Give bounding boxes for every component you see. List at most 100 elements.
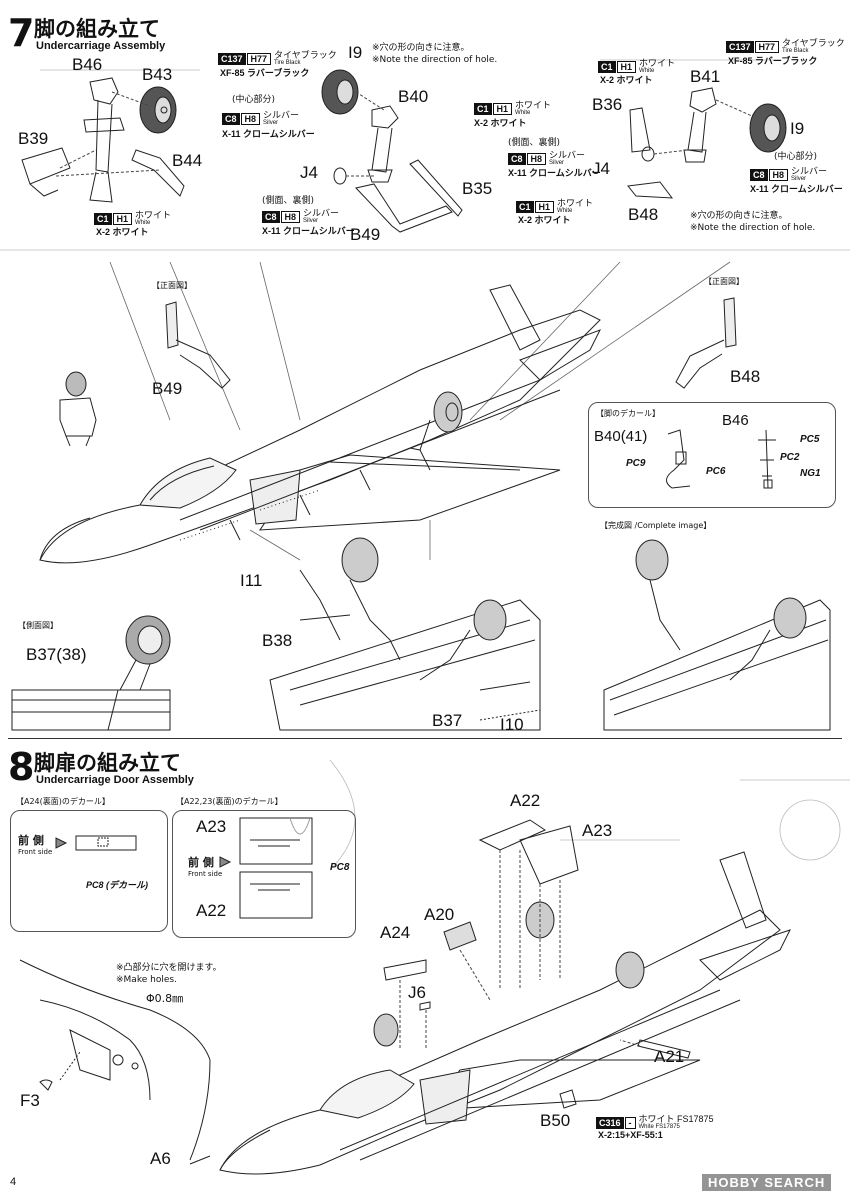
part-label-b37: B37 xyxy=(432,711,463,730)
part-b43-wheel-drawing xyxy=(139,86,177,134)
part-label-b36: B36 xyxy=(592,95,623,114)
part-label-f3: F3 xyxy=(20,1091,40,1110)
part-b44-drawing xyxy=(131,149,185,197)
label-side-back-left: (側面、裏側) xyxy=(262,196,315,206)
part-label-b43: B43 xyxy=(142,65,173,84)
part-label-b48: B48 xyxy=(628,205,659,224)
step8-parts-drawing xyxy=(189,819,691,1165)
mix-x11-right: X-11 クロームシルバー xyxy=(750,184,843,194)
a24-box-drawing xyxy=(55,835,137,851)
mix-x2-left: X-2 ホワイト xyxy=(96,227,149,237)
part-label-b41: B41 xyxy=(690,67,721,86)
part-label-b48-front: B48 xyxy=(730,367,761,386)
decal-label-b40-41: B40(41) xyxy=(594,428,648,445)
aircraft-main-drawing xyxy=(39,284,602,564)
decal-pc2: PC2 xyxy=(780,452,800,463)
part-label-i11: I11 xyxy=(240,571,263,590)
part-label-j4-left: J4 xyxy=(300,163,318,182)
guide-lines-left xyxy=(55,91,161,177)
part-b48-drawing xyxy=(627,181,674,199)
part-label-b39: B39 xyxy=(18,129,49,148)
complete-image-drawing xyxy=(603,539,831,731)
part-b40-drawing xyxy=(367,105,399,183)
part-label-b35: B35 xyxy=(462,179,493,198)
front-view-b48-drawing xyxy=(675,297,737,389)
gear-closeup-center-drawing xyxy=(269,537,541,731)
a24-decal-pc8: PC8 (デカール) xyxy=(86,880,149,890)
part-label-i9-left: I9 xyxy=(348,43,363,62)
part-label-a22: A22 xyxy=(510,791,541,810)
decal-ng1: NG1 xyxy=(800,468,821,479)
decal-pc9: PC9 xyxy=(626,458,646,469)
part-label-b37-38: B37(38) xyxy=(26,645,87,664)
a22-box-label-a23: A23 xyxy=(196,817,227,836)
part-label-b44: B44 xyxy=(172,151,203,170)
front-view-b49-drawing xyxy=(165,301,231,389)
mix-x11-side-right: X-11 クロームシルバー xyxy=(508,168,601,178)
decal-label-b46: B46 xyxy=(722,412,749,429)
view-label-side: 【側面図】 xyxy=(18,621,58,630)
part-b35-drawing xyxy=(409,159,463,217)
part-label-i10: I10 xyxy=(500,715,524,734)
guide-lines-center xyxy=(346,91,385,177)
part-label-b49-front: B49 xyxy=(152,379,183,398)
step-8-subtitle: Undercarriage Door Assembly xyxy=(36,774,194,786)
part-b39-drawing xyxy=(21,147,71,197)
part-j4-right-ring-drawing xyxy=(641,146,655,162)
part-i9-right-tire-drawing xyxy=(749,103,787,153)
mix-x2-right-top: X-2 ホワイト xyxy=(600,75,653,85)
nose-gear-drawing xyxy=(59,371,97,447)
mix-x11-side-left: X-11 クロームシルバー xyxy=(262,226,355,236)
part-label-b38: B38 xyxy=(262,631,293,650)
view-label-front-left: 【正面図】 xyxy=(152,281,192,290)
part-b41-drawing xyxy=(683,87,717,163)
aircraft-step8-drawing xyxy=(219,851,791,1175)
bleed-through-lines xyxy=(0,59,850,871)
mix-xf85-left: XF-85 ラバーブラック xyxy=(220,68,310,78)
mix-x2-right-bottom: X-2 ホワイト xyxy=(518,215,571,225)
a22-decal-pc8: PC8 xyxy=(330,862,350,873)
step8-guide-lines xyxy=(399,850,641,1050)
step-separator xyxy=(8,738,842,739)
part-label-a21: A21 xyxy=(654,1047,685,1066)
a24-decal-panel xyxy=(10,810,168,932)
side-view-drawing xyxy=(11,615,171,731)
step-8-title: 脚扉の組み立て xyxy=(34,751,181,775)
decal-box-drawing xyxy=(666,429,776,489)
watermark: HOBBY SEARCH xyxy=(702,1174,832,1191)
part-label-a6: A6 xyxy=(150,1149,171,1168)
step-7-subtitle: Undercarriage Assembly xyxy=(36,40,166,52)
a22-a23-decal-title: 【A22,23(裏面)のデカール】 xyxy=(176,797,283,806)
label-center-part-right: (中心部分) xyxy=(774,152,818,162)
decal-pc5: PC5 xyxy=(800,434,820,445)
part-label-j4-right: J4 xyxy=(592,159,610,178)
part-label-a20: A20 xyxy=(424,905,455,924)
part-b46-drawing xyxy=(83,77,125,203)
leg-decal-panel xyxy=(588,402,836,508)
a22-front-side-jp: 前 側 xyxy=(188,856,214,869)
label-center-part-left: (中心部分) xyxy=(232,95,276,105)
part-label-b49: B49 xyxy=(350,225,381,244)
label-side-back-right: (側面、裏側) xyxy=(508,138,561,148)
a22-box-label-a22: A22 xyxy=(196,901,227,920)
part-label-a23: A23 xyxy=(582,821,613,840)
view-label-front-right: 【正面図】 xyxy=(704,277,744,286)
a24-decal-title: 【A24(裏面)のデカール】 xyxy=(16,797,110,806)
mix-xf85-right: XF-85 ラバーブラック xyxy=(728,56,818,66)
note-make-holes: ※凸部分に穴を開けます。 ※Make holes. xyxy=(116,963,222,985)
guide-lines-right xyxy=(653,99,753,155)
decal-pc6: PC6 xyxy=(706,466,726,477)
part-label-b46: B46 xyxy=(72,55,103,74)
